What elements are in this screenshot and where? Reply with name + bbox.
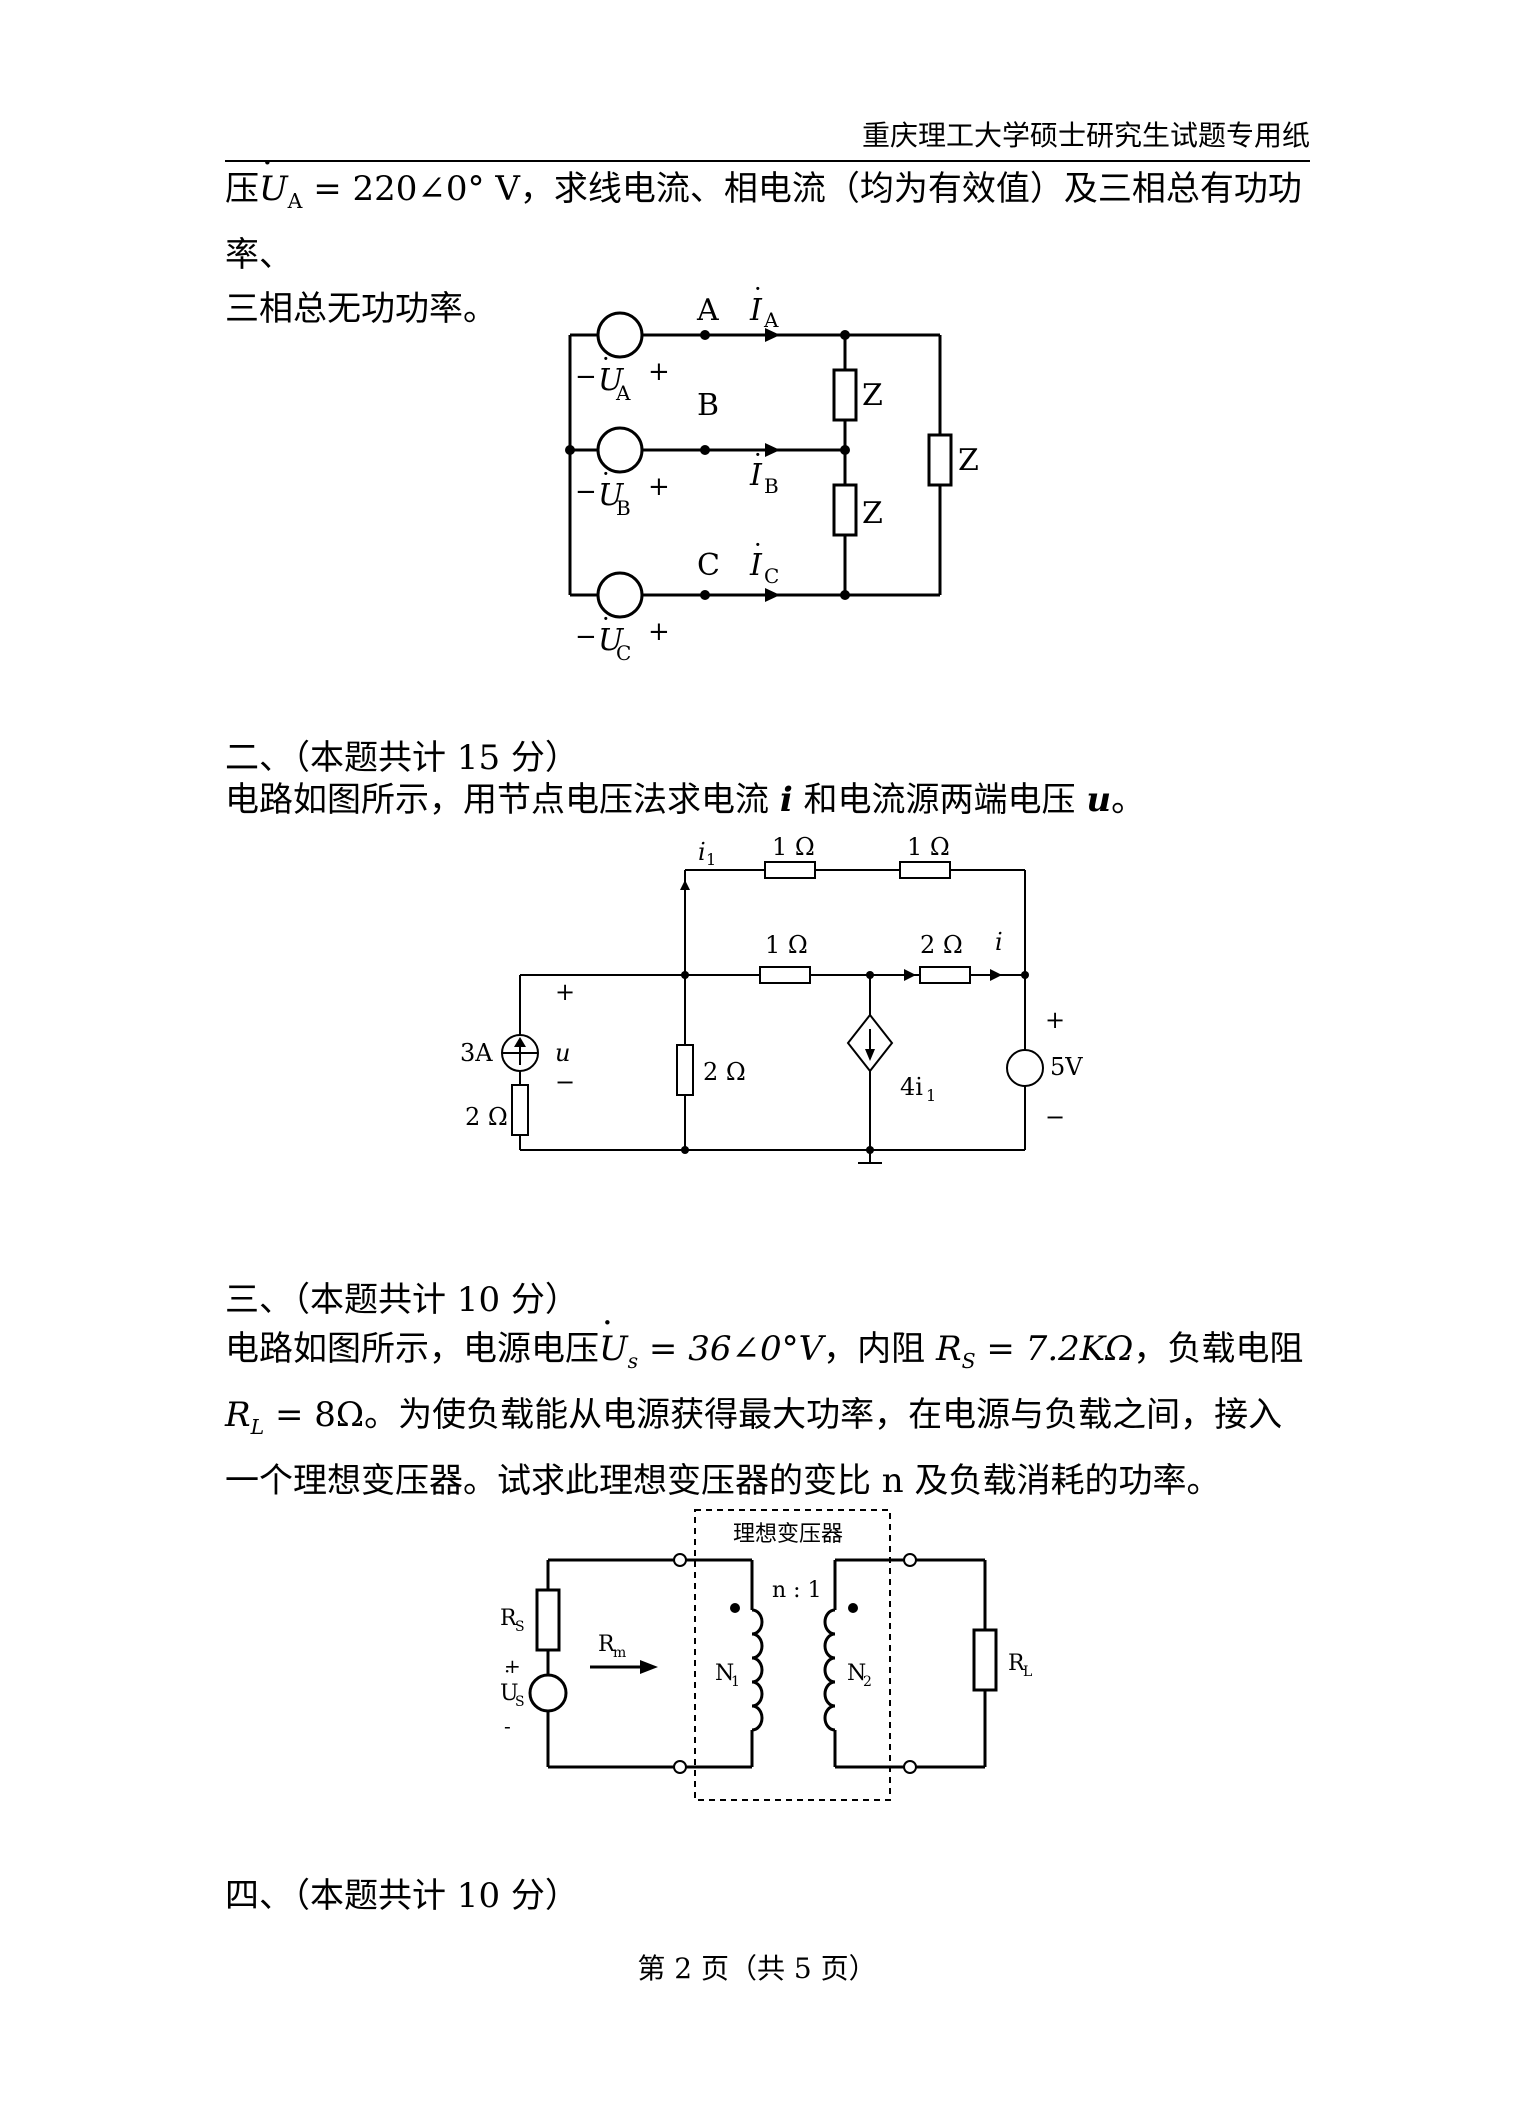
svg-text:B: B xyxy=(764,474,779,498)
svg-text:2: 2 xyxy=(863,1674,872,1690)
label-i1: i xyxy=(698,838,706,866)
label-ia: I xyxy=(749,293,763,328)
label-turns-ratio: n : 1 xyxy=(772,1578,822,1603)
label-3a: 3A xyxy=(460,1039,493,1067)
ideal-transformer-circuit-diagram: 理想变压器 R S R m + U S · - n : 1 N 1 N 2 R … xyxy=(500,1509,1032,1801)
three-phase-circuit-diagram: A B C I A · I B · I C · − U A · + − U B … xyxy=(565,285,979,665)
q2-text: 电路如图所示，用节点电压法求电流 i 和电流源两端电压 u。 xyxy=(225,780,1146,820)
svg-text:·: · xyxy=(754,285,762,303)
label-5v: 5V xyxy=(1050,1053,1083,1081)
school-name: 重庆理工大学硕士研究生试题专用纸 xyxy=(861,119,1310,152)
svg-text:A: A xyxy=(763,308,779,332)
svg-text:1: 1 xyxy=(706,850,716,869)
label-z-ca: Z xyxy=(958,443,979,478)
svg-text:−: − xyxy=(1045,1103,1065,1131)
svg-text:m: m xyxy=(613,1645,626,1661)
svg-text:C: C xyxy=(616,641,631,665)
label-u: u xyxy=(555,1039,570,1067)
label-ic: I xyxy=(749,548,763,583)
svg-text:·: · xyxy=(504,1659,510,1683)
svg-text:-: - xyxy=(504,1714,511,1738)
svg-text:+: + xyxy=(648,617,670,647)
label-n2: N xyxy=(847,1661,866,1686)
label-z-bc: Z xyxy=(862,496,883,531)
label-r-top2: 1 Ω xyxy=(907,835,950,861)
label-ideal-transformer: 理想变压器 xyxy=(733,1522,843,1547)
label-uc: U xyxy=(598,623,625,658)
svg-text:−: − xyxy=(555,1068,575,1096)
svg-text:L: L xyxy=(1023,1664,1032,1680)
label-ua: U xyxy=(598,363,625,398)
svg-text:−: − xyxy=(575,362,597,392)
q2-title: 二、（本题共计 15 分） xyxy=(225,738,579,778)
label-n1: N xyxy=(715,1661,734,1686)
q3-text: 电路如图所示，电源电压Us = 36∠0°V，内阻 RS = 7.2KΩ，负载电… xyxy=(225,1296,1315,1508)
label-node-a: A xyxy=(696,293,719,328)
svg-text:B: B xyxy=(616,496,631,520)
label-ub: U xyxy=(598,478,625,513)
label-rs: R xyxy=(500,1606,518,1631)
svg-text:−: − xyxy=(575,622,597,652)
svg-text:S: S xyxy=(515,1619,525,1635)
label-r-mid2: 2 Ω xyxy=(920,931,963,959)
label-r-top1: 1 Ω xyxy=(772,835,815,861)
svg-text:C: C xyxy=(764,564,779,588)
svg-text:+: + xyxy=(504,1654,521,1678)
svg-text:1: 1 xyxy=(731,1674,740,1690)
label-node-c: C xyxy=(697,548,720,583)
q4-title: 四、（本题共计 10 分） xyxy=(225,1876,579,1916)
q3-title: 三、（本题共计 10 分） xyxy=(225,1280,579,1320)
label-node-b: B xyxy=(697,388,719,423)
label-ib: I xyxy=(749,458,763,493)
page-footer: 第 2 页（共 5 页） xyxy=(637,1952,877,1985)
label-us: U xyxy=(500,1681,519,1706)
svg-text:+: + xyxy=(648,472,670,502)
node-voltage-circuit-diagram: i 1 1 Ω 1 Ω 1 Ω 2 Ω i 3A u + − 2 Ω 2 Ω 4… xyxy=(460,835,1083,1164)
svg-text:·: · xyxy=(754,441,762,469)
ua-phasor: U xyxy=(259,136,288,216)
svg-text:+: + xyxy=(648,357,670,387)
svg-text:1: 1 xyxy=(926,1086,936,1105)
q1-text: 压UA = 220∠0° V，求线电流、相电流（均为有效值）及三相总有功功率、 … xyxy=(225,136,1315,336)
svg-text:·: · xyxy=(602,460,610,488)
label-i: i xyxy=(995,928,1003,956)
page-header: 重庆理工大学硕士研究生试题专用纸 xyxy=(225,118,1310,162)
svg-text:·: · xyxy=(602,605,610,633)
svg-text:A: A xyxy=(615,381,631,405)
svg-text:+: + xyxy=(1045,1006,1065,1034)
svg-text:−: − xyxy=(575,477,597,507)
label-r-mid1: 1 Ω xyxy=(765,931,808,959)
label-dependent-source: 4i xyxy=(900,1073,923,1101)
label-r-2ohm: 2 Ω xyxy=(703,1058,746,1086)
svg-text:·: · xyxy=(754,531,762,559)
svg-text:S: S xyxy=(515,1694,525,1710)
svg-text:·: · xyxy=(602,345,610,373)
label-rm: R xyxy=(598,1632,616,1657)
label-r-2ohm-left: 2 Ω xyxy=(465,1103,508,1131)
label-z-ab: Z xyxy=(862,378,883,413)
svg-text:+: + xyxy=(555,978,575,1006)
label-rl: R xyxy=(1008,1651,1026,1676)
